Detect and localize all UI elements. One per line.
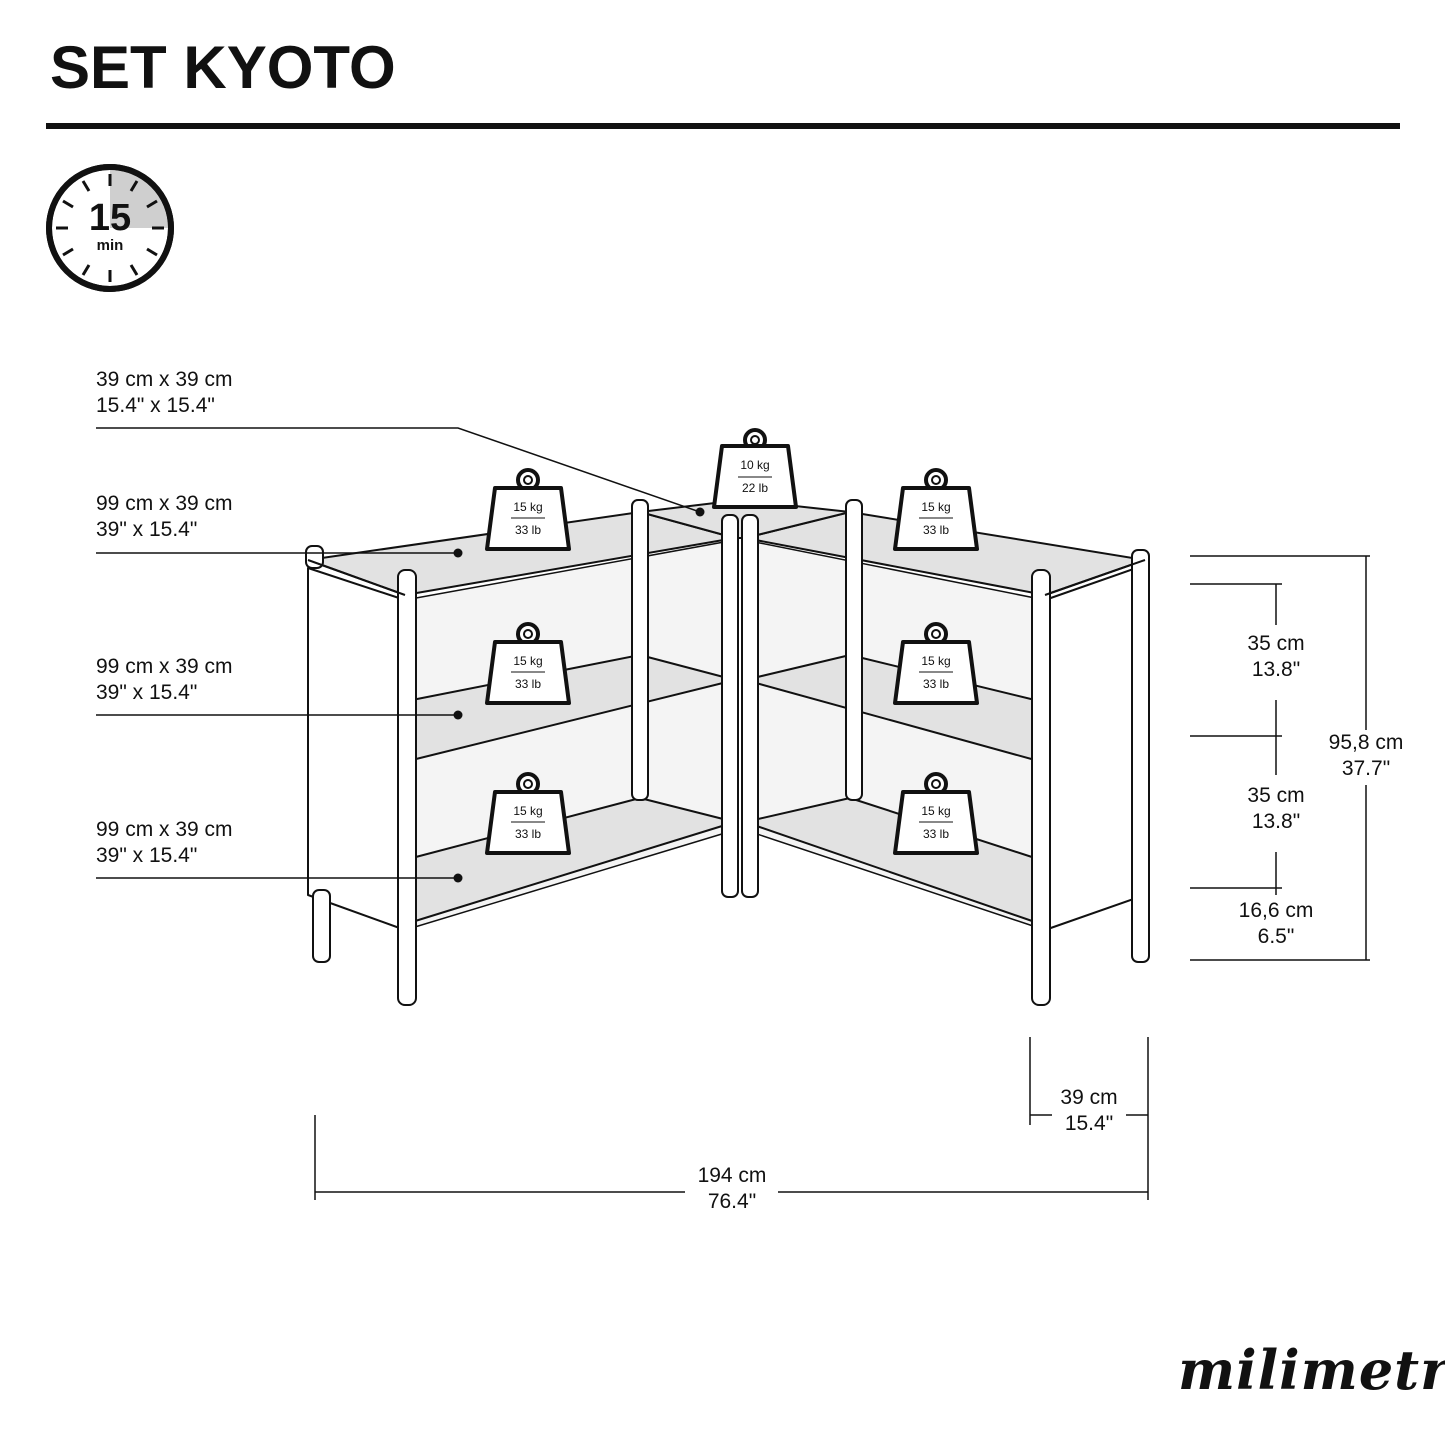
load-lb: 33 lb xyxy=(923,827,949,841)
load-lb: 33 lb xyxy=(515,523,541,537)
load-lb: 22 lb xyxy=(742,481,768,495)
dim-shelf-gap-mid: 35 cm 13.8" xyxy=(1226,783,1326,835)
dim-cm: 16,6 cm xyxy=(1238,899,1314,922)
load-kg: 15 kg xyxy=(513,654,542,668)
dim-cm: 39 cm xyxy=(1060,1086,1118,1109)
dim-in: 13.8" xyxy=(1251,810,1301,833)
load-lb: 33 lb xyxy=(923,677,949,691)
dim-cm: 35 cm xyxy=(1247,784,1305,807)
load-lb: 33 lb xyxy=(923,523,949,537)
load-kg: 15 kg xyxy=(921,654,950,668)
load-kg: 15 kg xyxy=(513,500,542,514)
dim-leg-height: 16,6 cm 6.5" xyxy=(1221,898,1331,950)
dim-in: 13.8" xyxy=(1251,658,1301,681)
dim-in: 76.4" xyxy=(707,1190,757,1213)
load-kg: 15 kg xyxy=(513,804,542,818)
load-icon-top-left: 15 kg 33 lb xyxy=(485,466,571,552)
callout-in: 39" x 15.4" xyxy=(96,518,198,541)
load-icon-mid-left: 15 kg 33 lb xyxy=(485,620,571,706)
dim-in: 37.7" xyxy=(1341,757,1391,780)
load-icon-bottom-right: 15 kg 33 lb xyxy=(893,770,979,856)
load-lb: 33 lb xyxy=(515,827,541,841)
dimension-lines xyxy=(314,555,1370,1200)
callout-in: 39" x 15.4" xyxy=(96,844,198,867)
dim-shelf-gap-top: 35 cm 13.8" xyxy=(1226,631,1326,683)
callout-cm: 39 cm x 39 cm xyxy=(96,368,233,391)
brand-logo: milimetry xyxy=(1178,1338,1445,1402)
timer-icon: 15 min xyxy=(46,164,174,292)
load-icon-bottom-left: 15 kg 33 lb xyxy=(485,770,571,856)
shelving-units xyxy=(305,499,1150,1006)
callout-cm: 99 cm x 39 cm xyxy=(96,655,233,678)
dim-depth: 39 cm 15.4" xyxy=(1039,1085,1139,1137)
load-icon-top-right: 15 kg 33 lb xyxy=(893,466,979,552)
load-icon-mid-right: 15 kg 33 lb xyxy=(893,620,979,706)
timer-unit: min xyxy=(97,237,124,254)
dim-cm: 194 cm xyxy=(697,1164,767,1187)
load-icon-corner: 10 kg 22 lb xyxy=(712,424,798,510)
dim-in: 6.5" xyxy=(1257,925,1295,948)
callout-leaders xyxy=(96,427,701,879)
load-kg: 15 kg xyxy=(921,500,950,514)
page-title: SET KYOTO xyxy=(50,34,396,101)
callout-in: 15.4" x 15.4" xyxy=(96,394,215,417)
callout-in: 39" x 15.4" xyxy=(96,681,198,704)
callout-dots xyxy=(453,507,705,883)
load-kg: 15 kg xyxy=(921,804,950,818)
callout-corner-top: 39 cm x 39 cm 15.4" x 15.4" xyxy=(96,367,233,419)
title-divider xyxy=(46,123,1400,129)
dim-total-width: 194 cm 76.4" xyxy=(682,1163,782,1215)
timer-value: 15 xyxy=(89,197,131,239)
callout-top-shelf: 99 cm x 39 cm 39" x 15.4" xyxy=(96,491,233,543)
load-kg: 10 kg xyxy=(740,458,769,472)
dim-cm: 95,8 cm xyxy=(1328,731,1404,754)
dim-total-height: 95,8 cm 37.7" xyxy=(1306,730,1426,782)
callout-cm: 99 cm x 39 cm xyxy=(96,492,233,515)
callout-cm: 99 cm x 39 cm xyxy=(96,818,233,841)
dim-in: 15.4" xyxy=(1064,1112,1114,1135)
callout-bottom-shelf: 99 cm x 39 cm 39" x 15.4" xyxy=(96,817,233,869)
dim-cm: 35 cm xyxy=(1247,632,1305,655)
callout-mid-shelf: 99 cm x 39 cm 39" x 15.4" xyxy=(96,654,233,706)
load-lb: 33 lb xyxy=(515,677,541,691)
